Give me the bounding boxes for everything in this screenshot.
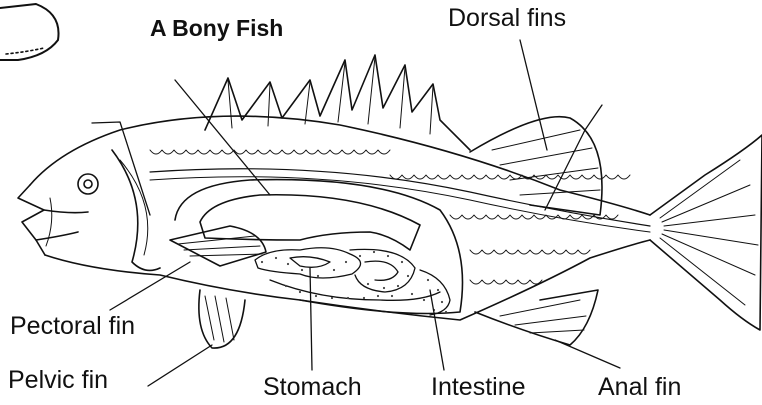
leader-gill <box>92 122 150 215</box>
label-pectoral-fin: Pectoral fin <box>10 312 135 340</box>
body-cavity <box>175 180 463 314</box>
leader-stomach <box>310 268 312 370</box>
gill-cover <box>112 150 160 270</box>
diagram-title: A Bony Fish <box>150 14 283 42</box>
soft-dorsal-fin <box>470 117 602 215</box>
label-pelvic-fin: Pelvic fin <box>8 366 108 394</box>
label-anal-fin: Anal fin <box>598 373 681 401</box>
leader-anal <box>555 340 620 368</box>
spiny-dorsal-fin <box>205 55 470 150</box>
digestive-organs <box>255 248 450 315</box>
leader-dorsal <box>520 40 547 150</box>
fish-mouth <box>18 185 45 255</box>
label-stomach: Stomach <box>263 373 362 401</box>
swim-bladder <box>200 195 420 250</box>
leader-pectoral <box>110 262 190 310</box>
caudal-fin <box>650 135 762 330</box>
fish-eye <box>78 174 98 194</box>
leader-pelvic <box>148 345 212 386</box>
leader-lines <box>92 40 620 386</box>
anal-fin-shape <box>475 290 598 345</box>
paper-fragment <box>0 4 59 60</box>
label-dorsal-fins: Dorsal fins <box>448 4 566 32</box>
label-intestine: Intestine <box>431 373 526 401</box>
stipple-texture <box>261 251 447 313</box>
